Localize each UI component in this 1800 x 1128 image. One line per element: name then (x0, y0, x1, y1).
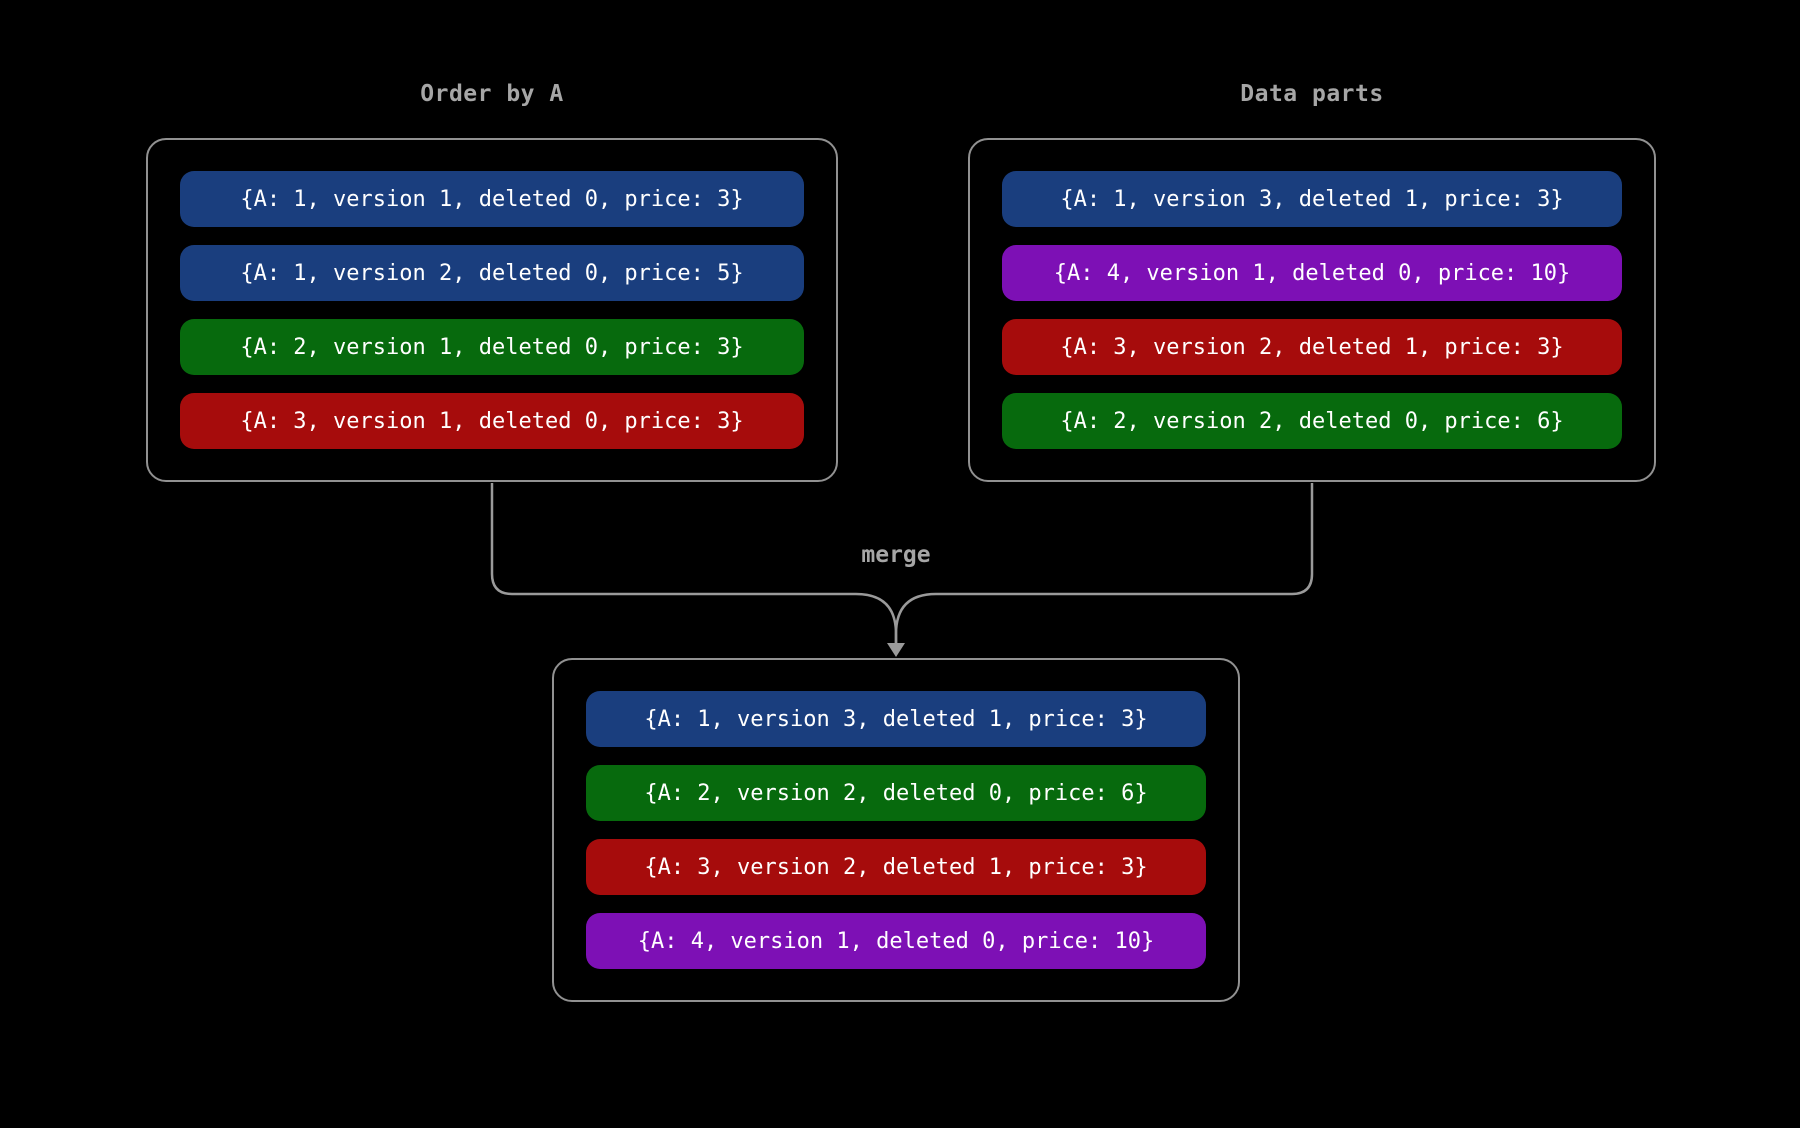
row-text: {A: 2, version 1, deleted 0, price: 3} (240, 334, 744, 360)
row-text: {A: 4, version 1, deleted 0, price: 10} (1053, 260, 1571, 286)
row-text: {A: 4, version 1, deleted 0, price: 10} (637, 928, 1155, 954)
merged-result-box: {A: 1, version 3, deleted 1, price: 3} {… (552, 658, 1240, 1002)
data-row: {A: 1, version 1, deleted 0, price: 3} (180, 171, 804, 227)
data-row: {A: 2, version 1, deleted 0, price: 3} (180, 319, 804, 375)
arrow-down-icon (887, 643, 905, 657)
data-row: {A: 4, version 1, deleted 0, price: 10} (586, 913, 1206, 969)
merge-label: merge (861, 542, 931, 568)
data-row: {A: 1, version 2, deleted 0, price: 5} (180, 245, 804, 301)
data-row: {A: 3, version 2, deleted 1, price: 3} (1002, 319, 1622, 375)
row-text: {A: 3, version 1, deleted 0, price: 3} (240, 408, 744, 434)
row-text: {A: 1, version 3, deleted 1, price: 3} (1060, 186, 1564, 212)
row-text: {A: 2, version 2, deleted 0, price: 6} (1060, 408, 1564, 434)
order-by-a-box: {A: 1, version 1, deleted 0, price: 3} {… (146, 138, 838, 482)
data-row: {A: 1, version 3, deleted 1, price: 3} (1002, 171, 1622, 227)
data-parts-title: Data parts (1240, 81, 1384, 107)
row-text: {A: 1, version 3, deleted 1, price: 3} (644, 706, 1148, 732)
row-text: {A: 3, version 2, deleted 1, price: 3} (1060, 334, 1564, 360)
row-text: {A: 1, version 1, deleted 0, price: 3} (240, 186, 744, 212)
row-text: {A: 3, version 2, deleted 1, price: 3} (644, 854, 1148, 880)
data-row: {A: 1, version 3, deleted 1, price: 3} (586, 691, 1206, 747)
data-row: {A: 4, version 1, deleted 0, price: 10} (1002, 245, 1622, 301)
data-parts-box: {A: 1, version 3, deleted 1, price: 3} {… (968, 138, 1656, 482)
data-row: {A: 2, version 2, deleted 0, price: 6} (586, 765, 1206, 821)
data-row: {A: 3, version 1, deleted 0, price: 3} (180, 393, 804, 449)
order-by-a-title: Order by A (420, 81, 564, 107)
row-text: {A: 1, version 2, deleted 0, price: 5} (240, 260, 744, 286)
row-text: {A: 2, version 2, deleted 0, price: 6} (644, 780, 1148, 806)
data-row: {A: 2, version 2, deleted 0, price: 6} (1002, 393, 1622, 449)
data-row: {A: 3, version 2, deleted 1, price: 3} (586, 839, 1206, 895)
